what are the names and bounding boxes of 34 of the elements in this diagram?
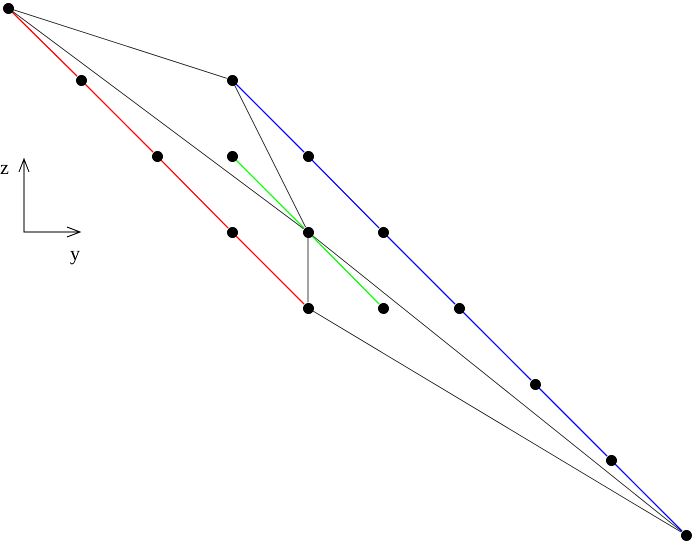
line-segment bbox=[312, 235, 682, 532]
point-dot bbox=[152, 150, 162, 162]
point-dot bbox=[302, 150, 314, 162]
line-segment bbox=[160, 159, 229, 229]
line-segment bbox=[235, 83, 305, 153]
line-segment bbox=[538, 387, 608, 457]
point-dot bbox=[378, 302, 388, 314]
point-dot bbox=[226, 150, 238, 162]
point-dot bbox=[76, 74, 86, 86]
point-dot bbox=[606, 454, 616, 466]
line-segment bbox=[312, 310, 682, 533]
point-dot bbox=[378, 226, 388, 238]
point-dot bbox=[302, 226, 314, 238]
point-dot bbox=[2, 2, 14, 14]
axis-label: z bbox=[0, 158, 9, 178]
line-segment bbox=[311, 159, 380, 229]
point-dot bbox=[680, 530, 692, 540]
line-segment bbox=[235, 159, 305, 229]
line-segment bbox=[235, 235, 305, 305]
line-segment bbox=[614, 463, 683, 532]
point-dot bbox=[454, 302, 464, 314]
point-dot bbox=[530, 378, 540, 390]
point-dot bbox=[302, 302, 314, 314]
point-dot bbox=[226, 226, 238, 238]
line-segment bbox=[234, 84, 306, 228]
line-segment bbox=[12, 10, 304, 230]
line-segment bbox=[462, 311, 532, 381]
line-segment bbox=[12, 9, 228, 79]
line-segment bbox=[386, 235, 456, 305]
axis-label: y bbox=[70, 244, 80, 264]
line-segment bbox=[11, 11, 78, 77]
line-segment bbox=[311, 235, 380, 305]
line-segment bbox=[84, 83, 154, 153]
point-dot bbox=[226, 74, 238, 86]
